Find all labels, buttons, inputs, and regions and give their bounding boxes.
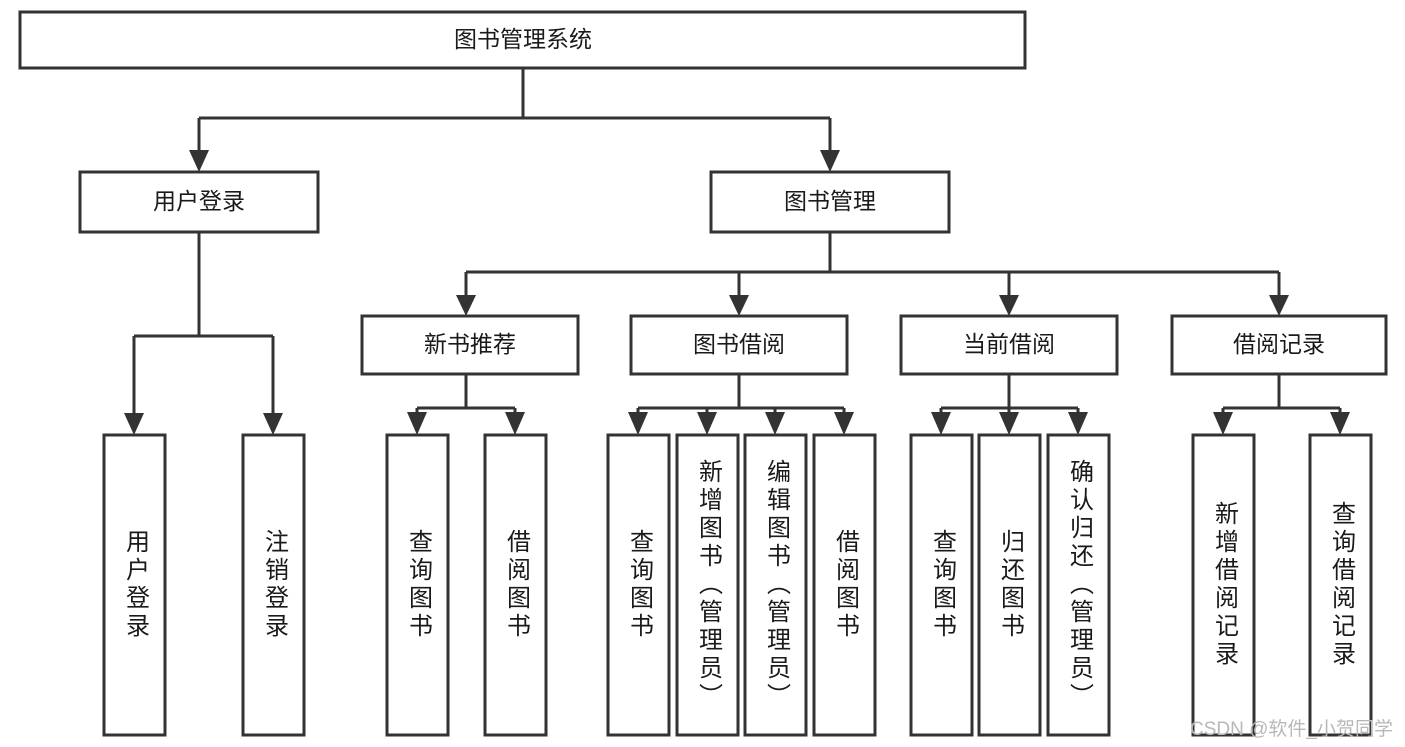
- leaf-add-record-box[interactable]: [1191, 433, 1256, 737]
- arrow-to-book-manage: [820, 150, 840, 172]
- arrow-to-leaf-query-book-3: [931, 412, 951, 435]
- node-borrow-record[interactable]: 借阅记录: [1170, 314, 1388, 376]
- arrow-to-leaf-edit-book: [765, 412, 785, 435]
- leaf-return-book[interactable]: 归还图书: [977, 433, 1042, 737]
- node-current-borrow-label: 当前借阅: [963, 331, 1055, 357]
- arrow-to-new-book-recommend: [456, 295, 476, 316]
- node-current-borrow-box[interactable]: [899, 314, 1119, 376]
- leaf-logout-box[interactable]: [241, 433, 306, 737]
- node-book-borrow[interactable]: 图书借阅: [629, 314, 849, 376]
- leaf-user-login-label: 用户登录: [121, 529, 149, 641]
- node-book-manage-label: 图书管理: [784, 188, 876, 214]
- leaf-add-record[interactable]: 新增借阅记录: [1191, 433, 1256, 737]
- node-borrow-record-label: 借阅记录: [1233, 331, 1325, 357]
- leaf-query-record[interactable]: 查询借阅记录: [1308, 433, 1373, 737]
- arrow-to-leaf-user-login: [124, 413, 144, 435]
- leaf-borrow-book-1[interactable]: 借阅图书: [483, 433, 548, 737]
- leaf-user-login-box[interactable]: [102, 433, 167, 737]
- arrow-to-leaf-confirm-return: [1068, 412, 1088, 435]
- connectors-group: [124, 68, 1350, 435]
- node-new-book-recommend[interactable]: 新书推荐: [360, 314, 580, 376]
- leaf-query-book-2-box[interactable]: [606, 433, 671, 737]
- arrow-to-leaf-return-book: [999, 412, 1019, 435]
- node-book-manage[interactable]: 图书管理: [709, 170, 951, 234]
- node-book-borrow-box[interactable]: [629, 314, 849, 376]
- leaf-confirm-return-box[interactable]: [1046, 433, 1111, 737]
- node-book-borrow-label: 图书借阅: [693, 331, 785, 357]
- leaf-borrow-book-2[interactable]: 借阅图书: [812, 433, 877, 737]
- node-root-box[interactable]: [18, 10, 1027, 70]
- leaf-edit-book-label: 编辑图书（管理员）: [762, 459, 790, 711]
- leaf-logout-label: 注销登录: [260, 529, 288, 641]
- leaf-edit-book[interactable]: 编辑图书（管理员）: [743, 433, 808, 737]
- leaf-query-record-label: 查询借阅记录: [1327, 501, 1355, 669]
- leaf-add-book[interactable]: 新增图书（管理员）: [675, 433, 740, 737]
- csdn-watermark: CSDN @软件_小贺同学: [1190, 719, 1393, 740]
- leaf-add-record-label: 新增借阅记录: [1210, 501, 1238, 669]
- leaf-query-record-box[interactable]: [1308, 433, 1373, 737]
- leaf-borrow-book-2-box[interactable]: [812, 433, 877, 737]
- arrow-to-leaf-logout: [263, 413, 283, 435]
- arrow-to-book-borrow: [729, 295, 749, 316]
- node-user-login-box[interactable]: [78, 170, 320, 234]
- leaf-query-book-1[interactable]: 查询图书: [385, 433, 450, 737]
- leaf-add-book-label: 新增图书（管理员）: [694, 459, 722, 711]
- leaf-confirm-return[interactable]: 确认归还（管理员）: [1046, 433, 1111, 737]
- node-current-borrow[interactable]: 当前借阅: [899, 314, 1119, 376]
- node-new-book-recommend-label: 新书推荐: [424, 331, 516, 357]
- leaf-borrow-book-2-label: 借阅图书: [831, 529, 859, 641]
- arrow-to-leaf-query-book-2: [628, 412, 648, 435]
- node-root-label: 图书管理系统: [454, 26, 592, 52]
- leaf-query-book-1-label: 查询图书: [404, 529, 432, 641]
- node-root[interactable]: 图书管理系统: [18, 10, 1027, 70]
- leaf-logout[interactable]: 注销登录: [241, 433, 306, 737]
- leaf-edit-book-box[interactable]: [743, 433, 808, 737]
- node-user-login[interactable]: 用户登录: [78, 170, 320, 234]
- leaf-add-book-box[interactable]: [675, 433, 740, 737]
- leaf-query-book-2-label: 查询图书: [625, 529, 653, 641]
- leaf-return-book-label: 归还图书: [996, 529, 1024, 641]
- leaf-query-book-3-label: 查询图书: [928, 529, 956, 641]
- leaf-borrow-book-1-box[interactable]: [483, 433, 548, 737]
- leaf-query-book-3[interactable]: 查询图书: [909, 433, 974, 737]
- leaf-query-book-3-box[interactable]: [909, 433, 974, 737]
- arrow-to-current-borrow: [999, 295, 1019, 316]
- arrow-to-leaf-query-book-1: [407, 412, 427, 435]
- leaf-query-book-2[interactable]: 查询图书: [606, 433, 671, 737]
- arrow-to-leaf-add-record: [1213, 412, 1233, 435]
- leaf-query-book-1-box[interactable]: [385, 433, 450, 737]
- node-new-book-recommend-box[interactable]: [360, 314, 580, 376]
- arrow-to-user-login: [189, 150, 209, 172]
- arrow-to-leaf-add-book: [697, 412, 717, 435]
- arrow-to-leaf-borrow-book-1: [505, 412, 525, 435]
- node-user-login-label: 用户登录: [153, 188, 245, 214]
- leaf-return-book-box[interactable]: [977, 433, 1042, 737]
- arrow-to-borrow-record: [1269, 295, 1289, 316]
- leaf-user-login[interactable]: 用户登录: [102, 433, 167, 737]
- arrow-to-leaf-query-record: [1330, 412, 1350, 435]
- leaf-confirm-return-label: 确认归还（管理员）: [1065, 459, 1093, 711]
- arrow-to-leaf-borrow-book-2: [834, 412, 854, 435]
- node-book-manage-box[interactable]: [709, 170, 951, 234]
- node-borrow-record-box[interactable]: [1170, 314, 1388, 376]
- leaf-borrow-book-1-label: 借阅图书: [502, 529, 530, 641]
